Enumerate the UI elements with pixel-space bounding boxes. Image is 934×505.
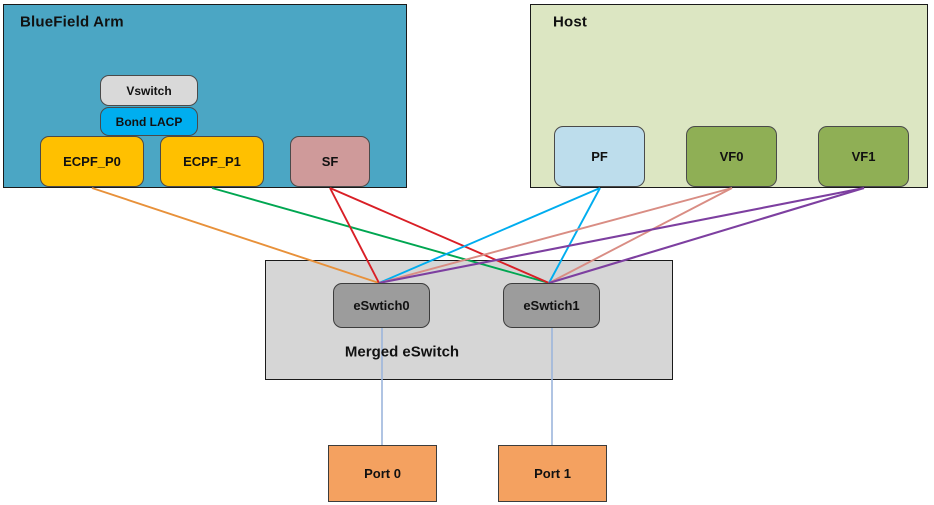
node-eswitch1[interactable]: eSwtich1 bbox=[503, 283, 600, 328]
node-eswitch0[interactable]: eSwtich0 bbox=[333, 283, 430, 328]
node-label-vswitch: Vswitch bbox=[126, 83, 172, 98]
node-port0[interactable]: Port 0 bbox=[328, 445, 437, 502]
zone-title-host: Host bbox=[553, 13, 588, 31]
node-bond-lacp[interactable]: Bond LACP bbox=[100, 107, 198, 136]
node-label-ecpf-p1: ECPF_P1 bbox=[183, 154, 241, 169]
zone-title-bluefield-arm: BlueField Arm bbox=[20, 13, 124, 31]
node-ecpf-p0[interactable]: ECPF_P0 bbox=[40, 136, 144, 187]
node-port1[interactable]: Port 1 bbox=[498, 445, 607, 502]
node-label-eswitch1: eSwtich1 bbox=[523, 298, 580, 313]
node-label-bond-lacp: Bond LACP bbox=[115, 114, 183, 129]
node-label-eswitch0: eSwtich0 bbox=[353, 298, 410, 313]
node-label-pf: PF bbox=[591, 149, 608, 164]
zone-merged-eswitch bbox=[265, 260, 673, 380]
node-label-sf: SF bbox=[321, 154, 339, 169]
node-ecpf-p1[interactable]: ECPF_P1 bbox=[160, 136, 264, 187]
zone-title-merged-eswitch: Merged eSwitch bbox=[344, 343, 460, 361]
node-label-ecpf-p0: ECPF_P0 bbox=[63, 154, 121, 169]
node-vf0[interactable]: VF0 bbox=[686, 126, 777, 187]
node-vswitch[interactable]: Vswitch bbox=[100, 75, 198, 106]
node-pf[interactable]: PF bbox=[554, 126, 645, 187]
node-sf[interactable]: SF bbox=[290, 136, 370, 187]
node-vf1[interactable]: VF1 bbox=[818, 126, 909, 187]
node-label-port0: Port 0 bbox=[364, 466, 401, 481]
node-label-vf0: VF0 bbox=[719, 149, 744, 164]
node-label-port1: Port 1 bbox=[534, 466, 571, 481]
node-label-vf1: VF1 bbox=[851, 149, 876, 164]
